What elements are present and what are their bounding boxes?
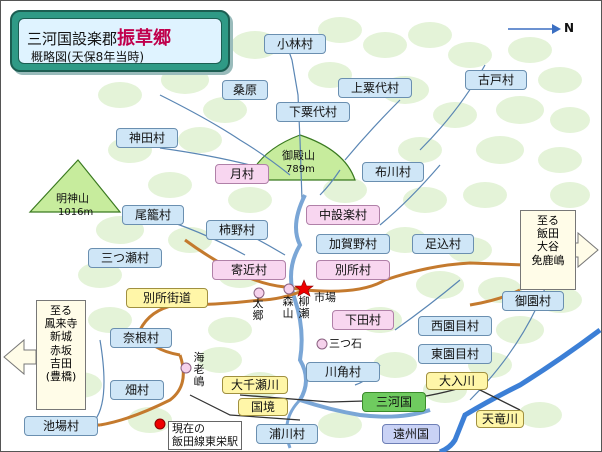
destination-left: 至る 鳳来寺 新城 赤坂 吉田 (豊橋) [36, 300, 86, 410]
village-shimoawashiro: 下粟代村 [276, 102, 350, 122]
goden-height: 789m [286, 164, 315, 175]
place-ebishima: 海老嶋 [193, 351, 205, 389]
village-kakino: 柿野村 [206, 220, 268, 240]
village-hata: 畑村 [110, 380, 164, 400]
village-misono: 御園村 [502, 291, 564, 311]
destination-right: 至る 飯田 大谷 免鹿嶋 [520, 210, 576, 290]
goden-name: 御殿山 [282, 149, 315, 162]
village-ikeba: 池場村 [24, 416, 98, 436]
mitsuishi-dot [316, 338, 328, 350]
place-ichiba: 市場 [314, 291, 336, 304]
village-kanda: 神田村 [116, 128, 178, 148]
village-kobayashi: 小林村 [264, 34, 326, 54]
label-oosenze-river: 大千瀬川 [222, 376, 288, 394]
myojin-name: 明神山 [56, 192, 89, 205]
ebishima-dot [180, 362, 192, 374]
map-subtitle: 概略図(天保8年当時) [31, 50, 144, 64]
map-title-inner: 三河国設楽郡振草郷 概略図(天保8年当時) [18, 18, 222, 64]
station-dot [154, 418, 166, 430]
place-moriyama: 森山 [282, 295, 294, 321]
village-kamiawashiro: 上粟代村 [338, 78, 412, 98]
place-mitsuishi: 三つ石 [329, 337, 362, 350]
village-higashizonome: 東園目村 [418, 344, 492, 364]
taigo-dot [253, 287, 265, 299]
ichiba-star [294, 279, 314, 297]
village-kuwabara: 桑原 [222, 80, 268, 100]
compass-north-label: N [564, 21, 575, 35]
compass-arrow [552, 24, 561, 34]
label-ooirigawa: 大入川 [426, 372, 488, 390]
village-mitsuse: 三つ瀬村 [88, 248, 162, 268]
label-bessho-kaido: 別所街道 [126, 288, 208, 308]
village-kawakado: 川角村 [306, 362, 380, 382]
village-nunokawa: 布川村 [362, 162, 424, 182]
tenryu-river [439, 327, 602, 452]
village-shimotada: 下田村 [332, 310, 394, 330]
region-totomi: 遠州国 [382, 424, 440, 444]
village-kagano: 加賀野村 [316, 234, 390, 254]
station-note: 現在の 飯田線東栄駅 [168, 421, 242, 451]
map-title-main: 三河国設楽郡振草郷 [27, 24, 171, 50]
myojin-height: 1016m [58, 207, 94, 218]
village-urakawa: 浦川村 [256, 424, 318, 444]
region-mikawa: 三河国 [362, 392, 426, 412]
main-river [289, 194, 431, 419]
title-prefix: 三河国設楽郡 [27, 30, 118, 48]
village-kamishitara: 中設楽村 [306, 205, 380, 225]
title-bold: 振草郷 [117, 28, 172, 49]
map-title-box: 三河国設楽郡振草郷 概略図(天保8年当時) [10, 10, 230, 72]
station-line [189, 394, 301, 421]
village-furudo: 古戸村 [465, 70, 527, 90]
moriyama-dot [283, 283, 295, 295]
label-kokkyo: 国境 [238, 398, 288, 416]
village-yorichika: 寄近村 [212, 260, 286, 280]
place-taigo: 太郷 [252, 297, 264, 323]
village-bessho: 別所村 [316, 260, 390, 280]
village-nishizonome: 西園目村 [418, 316, 492, 336]
village-tsuki: 月村 [215, 164, 269, 184]
myojin-mountain [28, 159, 122, 213]
place-yanagise: 柳瀬 [298, 295, 310, 321]
label-tenryu: 天竜川 [476, 410, 524, 428]
village-nane: 奈根村 [110, 328, 172, 348]
village-okago: 尾籠村 [122, 205, 184, 225]
village-ashikomi: 足込村 [412, 234, 474, 254]
